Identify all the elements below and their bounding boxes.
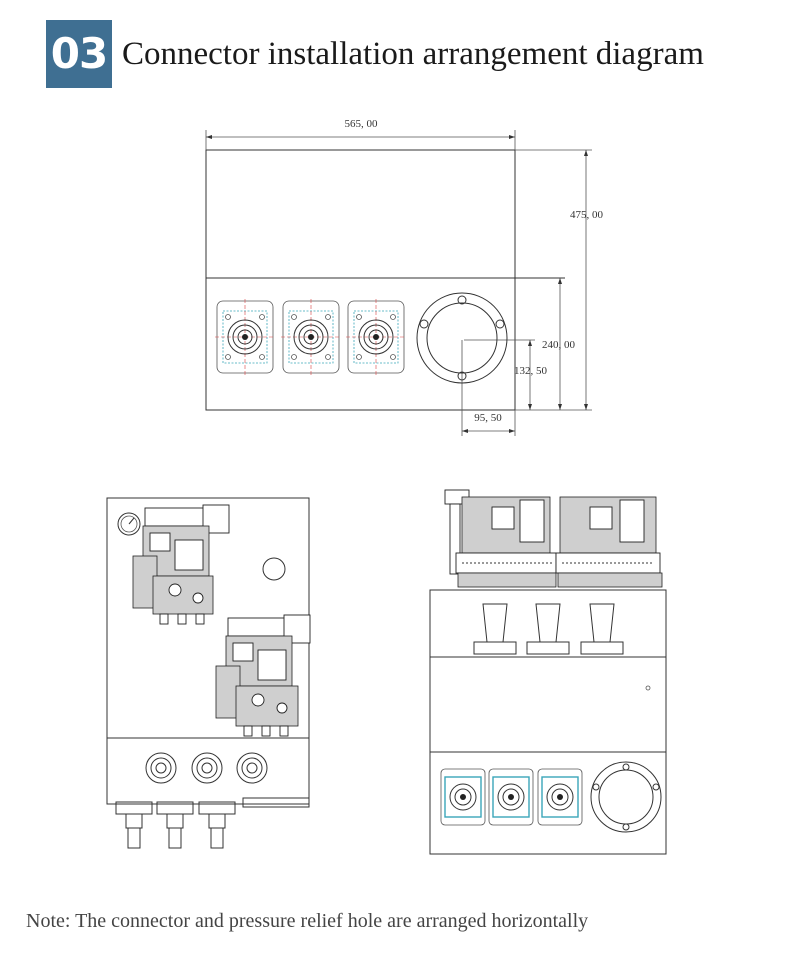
pressure-relief-hole	[416, 292, 508, 384]
page-title: Connector installation arrangement diagr…	[122, 36, 704, 72]
connector-3	[346, 299, 406, 375]
insulator-3	[580, 603, 624, 655]
height-dimension: 475, 00	[515, 149, 604, 411]
width-dimension: 565, 00	[205, 118, 516, 150]
front-connector-1	[440, 768, 486, 826]
side-connector-3	[236, 752, 268, 784]
hole-height-dimension: 132, 50	[464, 339, 548, 410]
connector-2	[281, 299, 341, 375]
bushing-1	[115, 801, 153, 849]
section-number-badge: 03	[46, 20, 112, 88]
hole-offset-dimension: 95, 50	[461, 340, 516, 436]
hole-height-dimension-label: 132, 50	[514, 365, 548, 377]
side-enclosure	[106, 497, 310, 805]
enclosure-outline	[205, 149, 516, 411]
height-dimension-label: 475, 00	[570, 209, 604, 221]
front-mechanism-left	[444, 489, 557, 588]
front-pressure-relief-hole	[590, 761, 662, 833]
front-enclosure	[429, 589, 667, 855]
footer-note: Note: The connector and pressure relief …	[26, 910, 589, 932]
bushing-2	[156, 801, 194, 849]
hole-offset-dimension-label: 95, 50	[474, 412, 502, 424]
operating-mechanism-upper	[132, 504, 230, 625]
side-view-port	[262, 557, 286, 581]
front-connector-3	[537, 768, 583, 826]
width-dimension-label: 565, 00	[345, 118, 379, 130]
connector-1	[215, 299, 275, 375]
side-connector-2	[191, 752, 223, 784]
pressure-gauge-icon	[117, 512, 141, 536]
lower-height-dimension-label: 240, 00	[542, 339, 576, 351]
top-drawing: 565, 00 475, 00 240, 00 132, 50	[205, 118, 604, 436]
bushing-3	[198, 801, 236, 849]
side-view-drawing	[106, 497, 311, 849]
front-view-drawing	[429, 489, 667, 855]
insulator-1	[473, 603, 517, 655]
side-connector-1	[145, 752, 177, 784]
lower-height-dimension: 240, 00	[542, 278, 576, 410]
front-connector-2	[488, 768, 534, 826]
front-mechanism-right	[555, 496, 663, 588]
operating-mechanism-lower	[215, 614, 311, 737]
insulator-2	[526, 603, 570, 655]
